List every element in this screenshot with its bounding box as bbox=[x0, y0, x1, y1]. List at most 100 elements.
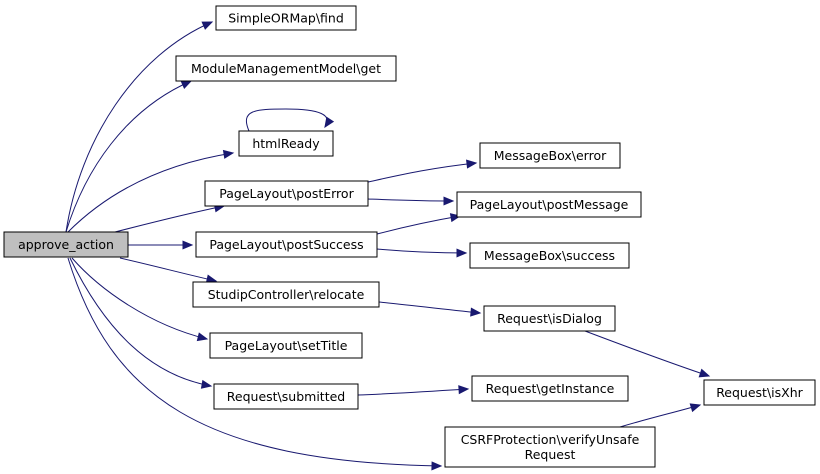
edge-line bbox=[367, 198, 454, 202]
arrowhead-icon bbox=[689, 403, 702, 413]
edge-postError-to-postMessage bbox=[367, 196, 455, 206]
node-box[interactable] bbox=[213, 383, 359, 410]
edge-line bbox=[357, 388, 469, 396]
arrowhead-icon bbox=[222, 149, 235, 159]
edge-line bbox=[65, 80, 192, 233]
arrowhead-icon bbox=[182, 240, 194, 250]
node-mbsuccess[interactable]: MessageBox\success bbox=[469, 242, 630, 269]
node-approve_action[interactable]: approve_action bbox=[3, 231, 129, 258]
node-label: MessageBox\error bbox=[494, 148, 607, 163]
edge-submitted-to-getInstance bbox=[357, 385, 470, 396]
edge-line bbox=[119, 257, 217, 282]
node-label: StudipController\relocate bbox=[208, 287, 365, 302]
node-box[interactable] bbox=[469, 242, 630, 269]
node-isDialog[interactable]: Request\isDialog bbox=[483, 305, 616, 332]
edge-approve_action-to-postSuccess bbox=[128, 240, 194, 250]
node-label: CSRFProtection\verifyUnsafe bbox=[461, 432, 640, 447]
arrowhead-icon bbox=[458, 385, 470, 395]
edge-line bbox=[69, 257, 212, 387]
edge-line bbox=[65, 21, 213, 233]
node-label: MessageBox\success bbox=[484, 248, 615, 263]
node-postError[interactable]: PageLayout\postError bbox=[204, 180, 369, 207]
edge-line bbox=[114, 205, 225, 233]
node-box[interactable] bbox=[479, 142, 621, 169]
edge-line bbox=[245, 108, 328, 132]
edge-approve_action-to-submitted bbox=[69, 257, 213, 389]
node-label: approve_action bbox=[18, 237, 114, 252]
node-mberror[interactable]: MessageBox\error bbox=[479, 142, 621, 169]
node-box[interactable] bbox=[175, 55, 397, 82]
edge-line bbox=[67, 257, 442, 467]
node-label: Request bbox=[525, 447, 576, 462]
node-label: PageLayout\postSuccess bbox=[209, 237, 363, 252]
node-label: ModuleManagementModel\get bbox=[191, 61, 381, 76]
edge-line bbox=[376, 248, 467, 254]
node-box[interactable] bbox=[238, 130, 334, 157]
node-label: SimpleORMap\find bbox=[228, 11, 344, 26]
edge-htmlReady-to-htmlReady bbox=[245, 108, 335, 132]
edge-line bbox=[367, 162, 477, 183]
node-box[interactable] bbox=[195, 231, 378, 258]
edge-approve_action-to-postError bbox=[114, 203, 226, 233]
node-htmlReady[interactable]: htmlReady bbox=[238, 130, 334, 157]
node-mmget[interactable]: ModuleManagementModel\get bbox=[175, 55, 397, 82]
edge-line bbox=[584, 330, 710, 377]
node-find[interactable]: SimpleORMap\find bbox=[215, 5, 357, 31]
edge-relocate-to-isDialog bbox=[378, 301, 482, 317]
edge-approve_action-to-find bbox=[65, 21, 214, 233]
node-postSuccess[interactable]: PageLayout\postSuccess bbox=[195, 231, 378, 258]
arrowhead-icon bbox=[698, 368, 711, 378]
node-label: htmlReady bbox=[252, 136, 320, 151]
edge-line bbox=[378, 301, 481, 314]
edge-approve_action-to-setTitle bbox=[71, 257, 209, 342]
node-postMessage[interactable]: PageLayout\postMessage bbox=[456, 191, 642, 218]
node-isXhr[interactable]: Request\isXhr bbox=[703, 379, 816, 406]
edge-approve_action-to-htmlReady bbox=[67, 149, 235, 233]
edge-line bbox=[376, 215, 461, 235]
node-label: Request\submitted bbox=[227, 389, 345, 404]
arrowhead-icon bbox=[431, 461, 443, 471]
edge-csrf-to-isXhr bbox=[619, 403, 702, 428]
edge-postSuccess-to-mbsuccess bbox=[376, 248, 468, 258]
arrowhead-icon bbox=[456, 248, 468, 258]
node-label: Request\isDialog bbox=[497, 311, 602, 326]
edge-approve_action-to-mmget bbox=[65, 80, 193, 233]
node-getInstance[interactable]: Request\getInstance bbox=[471, 375, 629, 402]
edge-postError-to-mberror bbox=[367, 159, 478, 183]
edge-approve_action-to-relocate bbox=[119, 257, 218, 284]
node-box[interactable] bbox=[471, 375, 629, 402]
node-box[interactable] bbox=[204, 180, 369, 207]
arrowhead-icon bbox=[466, 159, 478, 169]
node-label: Request\isXhr bbox=[716, 385, 803, 400]
node-submitted[interactable]: Request\submitted bbox=[213, 383, 359, 410]
node-box[interactable] bbox=[215, 5, 357, 31]
arrowhead-icon bbox=[201, 21, 214, 30]
edge-approve_action-to-csrf bbox=[67, 257, 443, 471]
node-label: PageLayout\postError bbox=[219, 186, 354, 201]
node-label: Request\getInstance bbox=[486, 381, 615, 396]
arrowhead-icon bbox=[180, 80, 193, 89]
edge-postSuccess-to-postMessage bbox=[376, 213, 462, 235]
arrowhead-icon bbox=[470, 307, 482, 317]
node-box[interactable] bbox=[483, 305, 616, 332]
edge-line bbox=[67, 152, 234, 233]
node-box[interactable] bbox=[703, 379, 816, 406]
arrowhead-icon bbox=[443, 196, 455, 206]
edge-line bbox=[619, 404, 701, 428]
node-box[interactable] bbox=[209, 332, 363, 359]
node-layer: approve_action SimpleORMap\findModuleMana… bbox=[3, 5, 816, 468]
node-label: PageLayout\setTitle bbox=[225, 338, 348, 353]
node-setTitle[interactable]: PageLayout\setTitle bbox=[209, 332, 363, 359]
node-box[interactable] bbox=[192, 281, 380, 308]
edge-isDialog-to-isXhr bbox=[584, 330, 711, 378]
node-box[interactable] bbox=[456, 191, 642, 218]
arrowhead-icon bbox=[200, 379, 213, 389]
edge-line bbox=[71, 257, 208, 340]
arrowhead-icon bbox=[196, 332, 209, 342]
node-box[interactable] bbox=[3, 231, 129, 258]
node-label: PageLayout\postMessage bbox=[470, 197, 629, 212]
node-relocate[interactable]: StudipController\relocate bbox=[192, 281, 380, 308]
node-box[interactable] bbox=[444, 426, 656, 468]
